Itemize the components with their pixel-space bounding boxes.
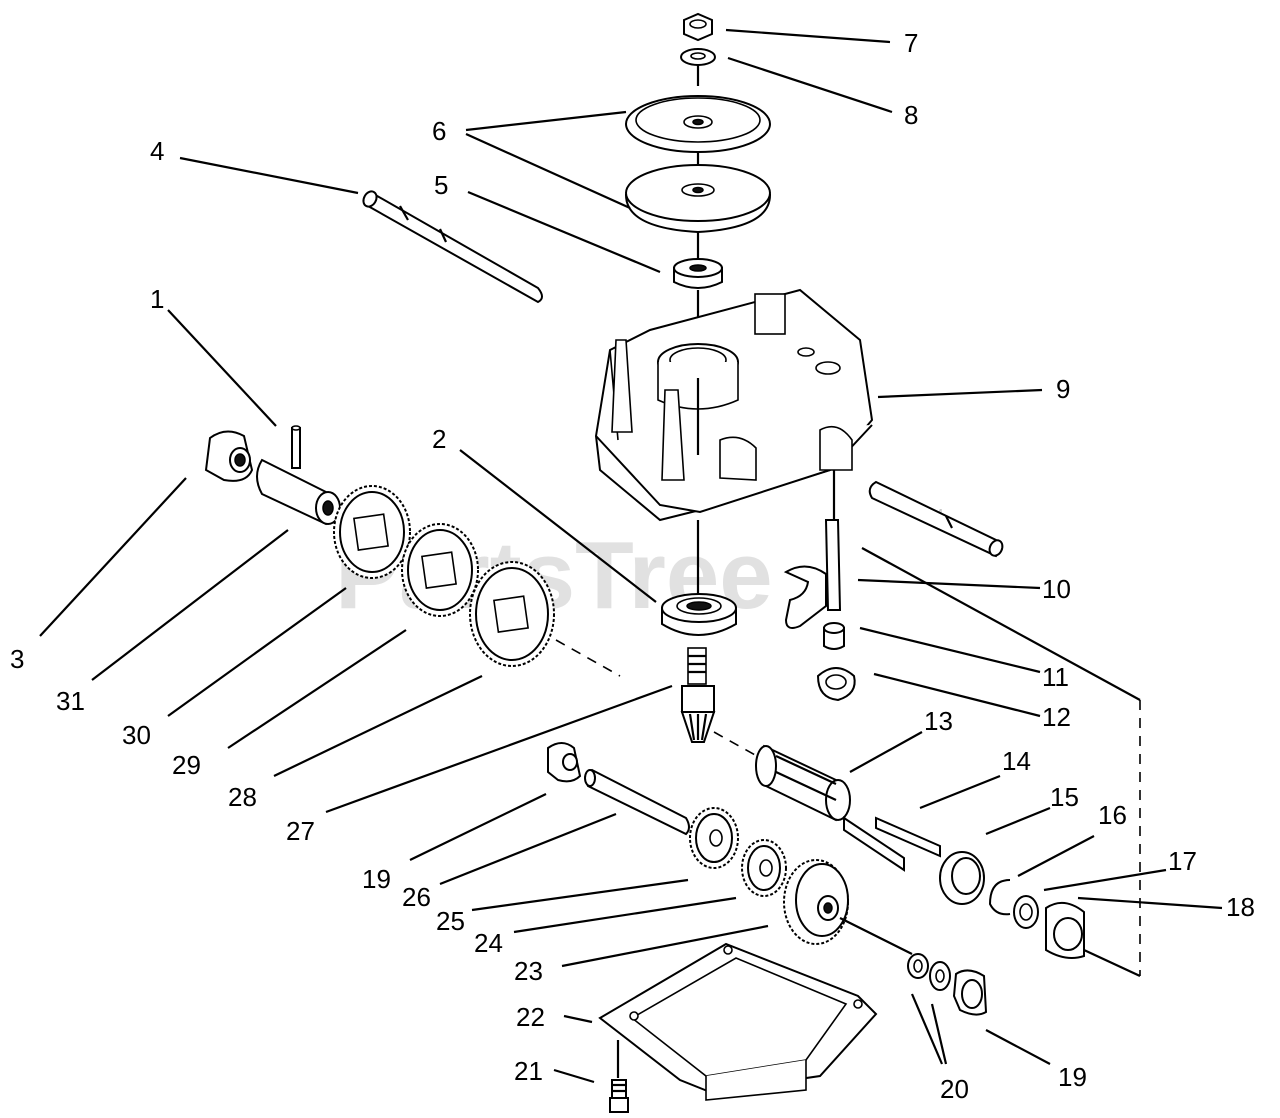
part-13-splined-sleeve[interactable] [755,744,851,822]
callout-16: 16 [1098,800,1127,830]
part-22-pan[interactable] [598,942,878,1101]
part-23-bevel-gear[interactable] [783,859,849,945]
callout-30: 30 [122,720,151,750]
part-1-pin[interactable] [291,425,301,469]
callout-6: 6 [432,116,446,146]
callout-12: 12 [1042,702,1071,732]
part-26-shaft[interactable] [584,768,690,836]
part-6-pulley-lower[interactable] [624,164,772,234]
callout-29: 29 [172,750,201,780]
part-21-screw[interactable] [609,1079,629,1113]
part-4-shaft[interactable] [361,189,543,304]
callout-23: 23 [514,956,543,986]
part-20-washer-a[interactable] [907,953,929,979]
part-5-spacer[interactable] [673,258,723,289]
part-28-gear[interactable] [469,561,555,667]
part-19-bracket-lower[interactable] [952,969,988,1016]
callout-2: 2 [432,424,446,454]
part-2-bearing[interactable] [661,593,737,636]
callout-18: 18 [1226,892,1255,922]
callout-19-lower: 19 [1058,1062,1087,1092]
callout-22: 22 [516,1002,545,1032]
part-19-bracket-upper[interactable] [547,742,582,783]
part-16-snap-ring[interactable] [988,879,1011,916]
part-17-washer[interactable] [1013,895,1039,929]
callout-9: 9 [1056,374,1070,404]
part-12-clip[interactable] [816,667,856,702]
leader-lines [39,28,1223,1084]
callout-21: 21 [514,1056,543,1086]
callout-3: 3 [10,644,24,674]
part-30-gear[interactable] [333,485,411,579]
part-24-gear[interactable] [741,839,787,897]
callout-14: 14 [1002,746,1031,776]
callout-labels: 7 8 6 4 5 9 1 2 3 31 30 29 28 27 10 11 1… [10,28,1255,1104]
part-8-washer[interactable] [680,48,716,66]
part-7-nut[interactable] [683,12,713,42]
callout-19-upper: 19 [362,864,391,894]
callout-20: 20 [940,1074,969,1104]
callout-1: 1 [150,284,164,314]
part-14-key[interactable] [843,816,941,872]
callout-26: 26 [402,882,431,912]
part-31-hub[interactable] [256,458,341,526]
part-output-shaft-right[interactable] [868,480,1005,558]
callout-10: 10 [1042,574,1071,604]
callout-13: 13 [924,706,953,736]
part-18-bearing-block[interactable] [1045,901,1085,959]
callout-11: 11 [1042,662,1069,692]
part-3-bracket[interactable] [204,430,254,482]
callout-31: 31 [56,686,85,716]
callout-15: 15 [1050,782,1079,812]
callout-4: 4 [150,136,164,166]
callout-24: 24 [474,928,503,958]
callout-17: 17 [1168,846,1197,876]
callout-7: 7 [904,28,918,58]
part-10-shift-fork[interactable] [783,519,842,629]
part-6-pulley-upper[interactable] [625,95,771,153]
part-15-seal[interactable] [939,851,985,905]
callout-8: 8 [904,100,918,130]
callout-25: 25 [436,906,465,936]
part-27-bevel-pinion[interactable] [680,647,716,743]
callout-28: 28 [228,782,257,812]
callout-27: 27 [286,816,315,846]
part-20-washer-b[interactable] [929,961,951,991]
part-25-gear[interactable] [689,807,739,869]
callout-5: 5 [434,170,448,200]
part-11-bushing[interactable] [823,622,845,650]
part-29-gear[interactable] [401,523,479,617]
part-9-housing[interactable] [594,288,874,522]
